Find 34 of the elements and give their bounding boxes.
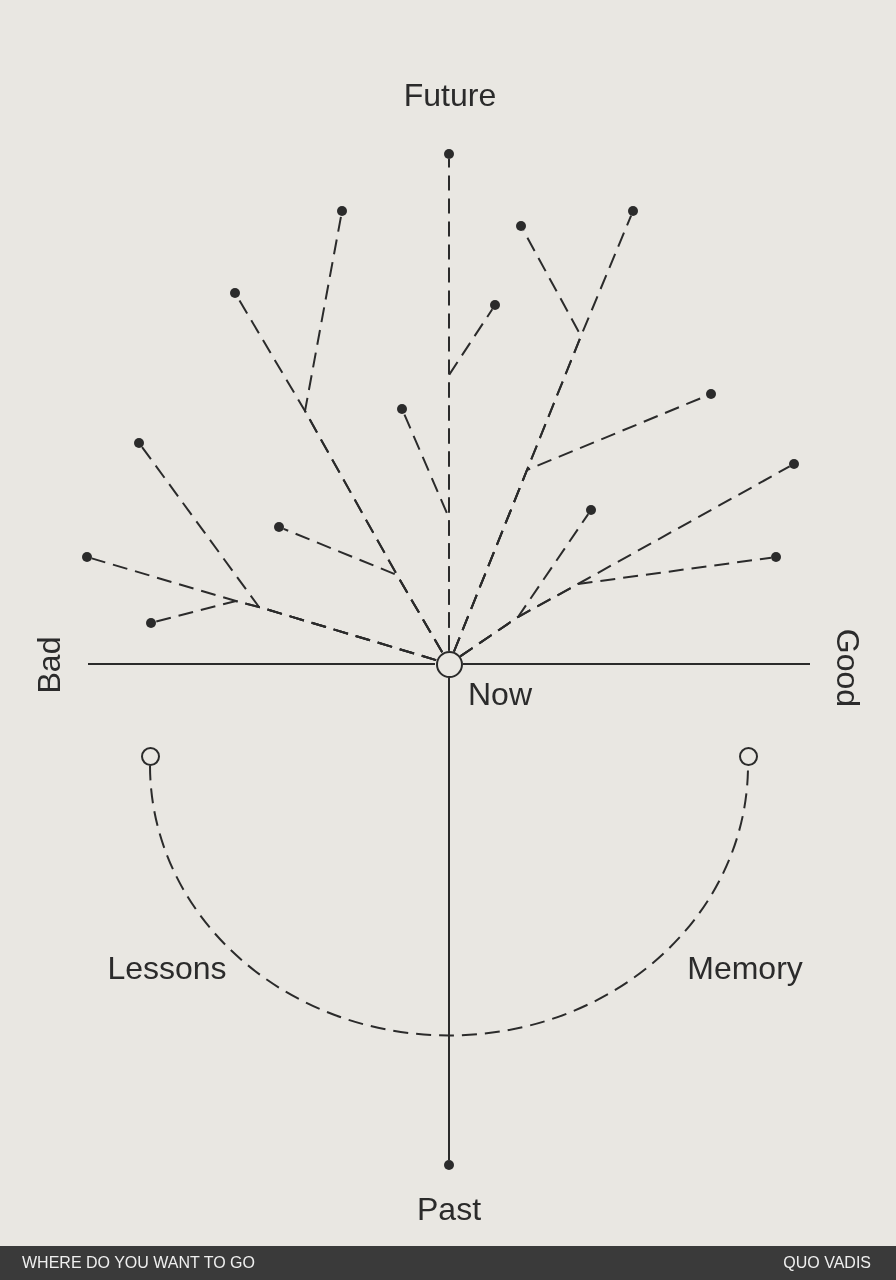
end-dot <box>230 288 240 298</box>
end-dot <box>444 1160 454 1170</box>
axis-label: Good <box>832 628 864 708</box>
dashed-arc <box>149 764 749 1036</box>
end-dot <box>490 300 500 310</box>
dashed-branch-line <box>282 527 444 654</box>
end-dot <box>82 552 92 562</box>
origin-circle <box>435 650 463 678</box>
arc-label: Lessons <box>107 952 227 984</box>
end-dot <box>771 552 781 562</box>
end-dot <box>586 505 596 515</box>
footer-text: QUO VADIS <box>783 1255 871 1271</box>
end-dot <box>146 618 156 628</box>
hollow-dot <box>140 746 160 766</box>
hollow-dot <box>738 746 758 766</box>
dashed-branch-line <box>403 412 450 652</box>
end-dot <box>628 206 638 216</box>
axis-label: Future <box>403 79 497 111</box>
footer-text: WHERE DO YOU WANT TO GO <box>22 1255 255 1271</box>
arc-label: Memory <box>687 952 803 984</box>
end-dot <box>397 404 407 414</box>
end-dot <box>516 221 526 231</box>
end-dot <box>274 522 284 532</box>
end-dot <box>706 389 716 399</box>
dashed-branch-line <box>459 556 772 658</box>
point-label: Now <box>468 678 532 710</box>
end-dot <box>444 149 454 159</box>
axis-label: Bad <box>33 636 65 694</box>
axis-label: Past <box>417 1193 481 1225</box>
dashed-branch-line <box>154 599 438 662</box>
end-dot <box>337 206 347 216</box>
vertical-axis-line <box>448 676 450 1161</box>
end-dot <box>789 459 799 469</box>
end-dot <box>134 438 144 448</box>
